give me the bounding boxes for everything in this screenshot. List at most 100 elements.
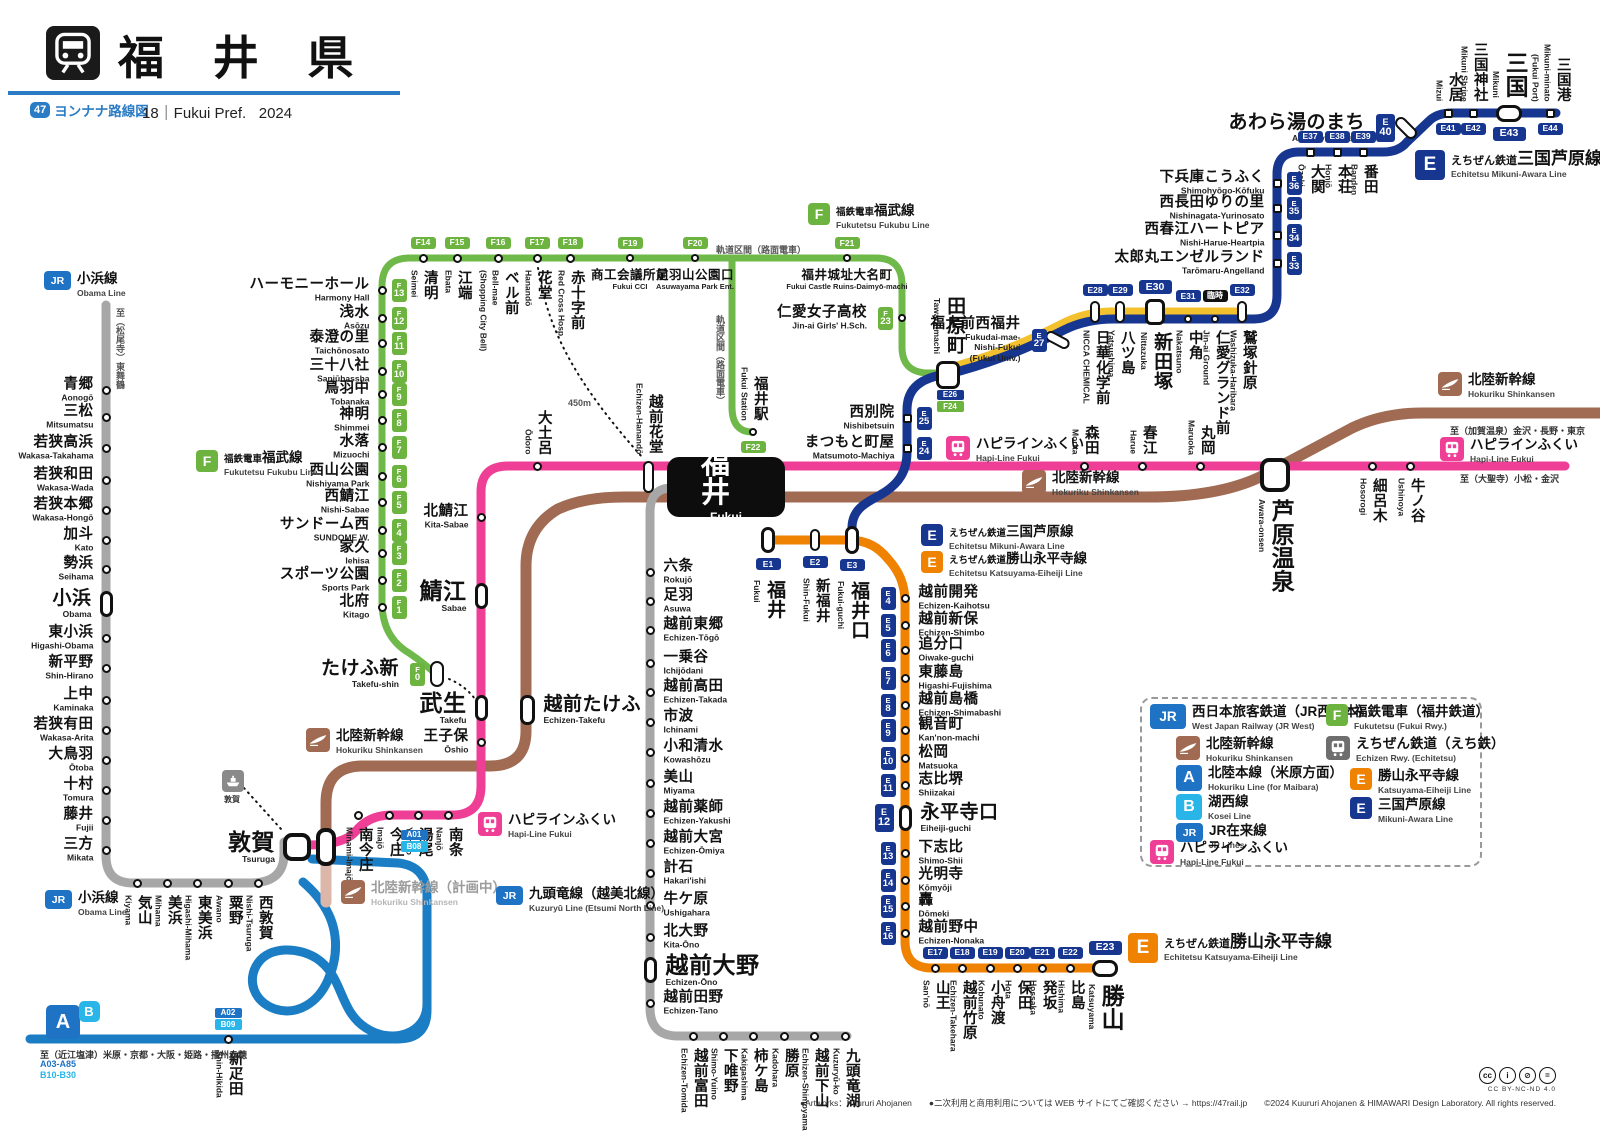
line-letter-badge: A [46,1005,80,1039]
station-marker [101,845,111,855]
station-badge: E19 [977,946,1003,959]
station-marker [377,442,387,452]
line-fukubu-fukui-branch [728,254,755,436]
station-marker [645,998,655,1008]
cc-icon: ⊘ [1519,1067,1536,1084]
katsuyama-eiheiji-badge-icon: E [1128,933,1158,963]
station-badge: E22 [1057,946,1083,959]
station-marker [377,471,387,481]
station-badge: E39 [1350,130,1376,143]
line-mikuni-awara-south [847,369,951,533]
station-marker [1272,203,1282,213]
station-badge: F18 [557,236,583,249]
ferry-label: 敦賀 [224,795,240,804]
station-marker [645,625,655,635]
station-marker [101,633,111,643]
shinkansen-icon [1022,470,1046,494]
station-marker [253,878,263,888]
station-marker [900,928,910,938]
station-marker [902,443,912,453]
station-marker [1305,147,1315,157]
station-marker [843,254,851,262]
station-badge: E32 [1229,284,1255,296]
station-marker [900,753,910,763]
map-note: A03-A85 [40,1059,77,1069]
station-marker [985,963,995,973]
map-note: 至（松尾寺）東舞鶴 [115,308,125,389]
station-marker [645,778,655,788]
line-letter-badge: B [78,1000,100,1022]
station-marker [688,1031,698,1041]
station-badge: E21 [1029,946,1055,959]
line-transfer-takefu [448,678,476,700]
prefecture-title: 福 井 県 [118,32,372,84]
station-marker [645,687,655,697]
line-name-label: えちぜん鉄道（えち鉄）Echizen Rwy. (Echitetsu) [1326,736,1505,763]
station-marker [377,548,387,558]
hapi-line-train-icon [1150,840,1174,864]
station-marker [749,428,757,436]
station-marker [413,810,423,820]
station-marker [900,725,910,735]
map-note: 軌道区間（路面電車） [716,245,807,255]
map-note: B10-B30 [40,1070,77,1080]
station-marker [101,412,111,422]
line-hokuriku-kosei-line [25,854,432,1044]
station-badge: E1 [755,558,781,570]
station-marker [377,415,387,425]
echizen-railway-train-icon [1326,736,1350,760]
station-marker [900,700,910,710]
station-marker [101,695,111,705]
station-marker [1090,301,1100,323]
